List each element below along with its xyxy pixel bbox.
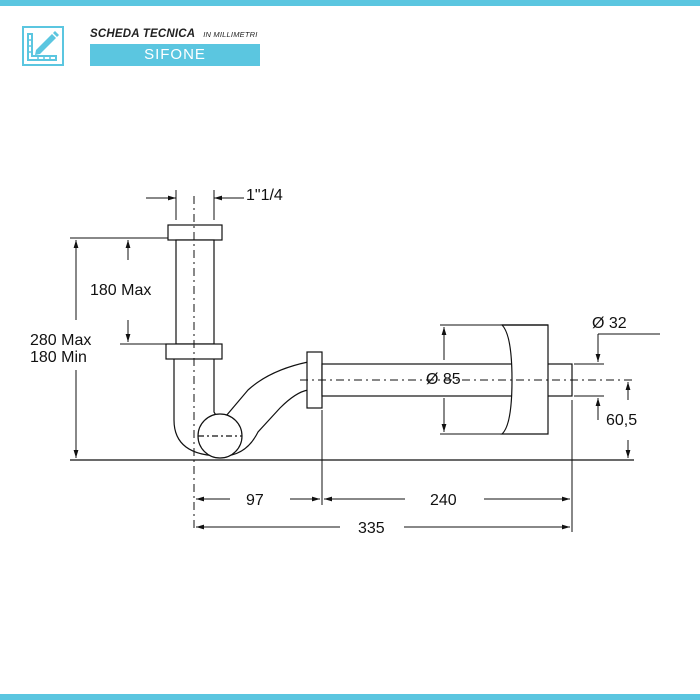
horizontal-335-label: 335 [358,520,385,537]
horizontal-240-label: 240 [430,492,457,509]
thread-size-label: 1"1/4 [246,187,283,204]
horizontal-97-label: 97 [246,492,264,509]
header-title: SCHEDA TECNICA IN MILLIMETRI [90,28,258,40]
horizontal-dimensions [196,400,573,532]
upper-height-label: 180 Max [90,282,151,299]
outlet-diameter-label: Ø 32 [592,315,627,332]
wall-rosette [500,324,549,435]
total-height-max-label: 280 Max [30,332,91,349]
product-name-band: SIFONE [90,44,260,66]
total-height-min-label: 180 Min [30,349,87,366]
outlet-diameter-dimension [574,333,660,420]
ruler-pencil-icon [22,26,64,66]
rosette-diameter-label: Ø 85 [426,371,461,388]
thread-dimension [146,190,244,220]
bottom-border [0,694,700,700]
header: SCHEDA TECNICA IN MILLIMETRI SIFONE [22,24,262,68]
rosette-diameter-dimension [440,324,502,435]
header-unit-note: IN MILLIMETRI [203,30,258,39]
trap-bend [173,361,309,459]
top-border [0,0,700,6]
upper-height-dimension [70,237,168,345]
header-title-text: SCHEDA TECNICA [90,28,196,40]
centre-lines [193,196,634,530]
outlet-height-label: 60,5 [606,412,637,429]
vertical-tube [165,224,223,372]
